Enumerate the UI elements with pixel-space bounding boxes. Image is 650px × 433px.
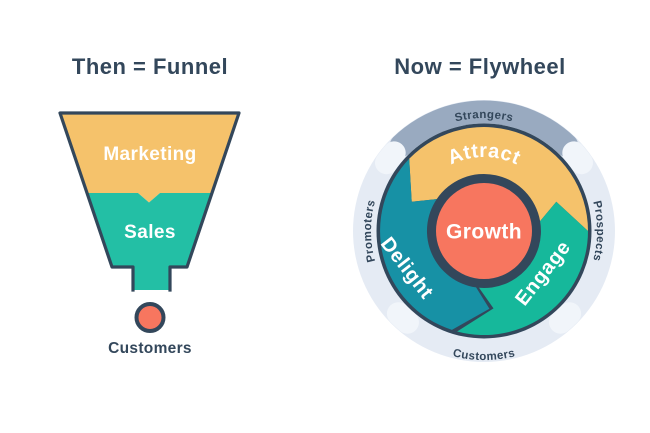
ring-label-customers-text: Customers: [452, 347, 516, 363]
flywheel-title: Now = Flywheel: [394, 54, 565, 79]
ring-label-promoters-text: Promoters: [362, 199, 378, 264]
funnel-diagram: Then = Funnel Marketing Sales Customers: [58, 54, 241, 357]
ring-label-strangers: Strangers: [454, 109, 515, 125]
blade-attract: [409, 127, 588, 231]
flywheel-ring-tabs: [375, 141, 593, 334]
funnel-title: Then = Funnel: [72, 54, 228, 79]
funnel-customers-label: Customers: [108, 340, 192, 357]
funnel-stage-sales-label: Sales: [124, 222, 176, 243]
customer-dot: [134, 302, 166, 333]
ring-tab-upper-left: [375, 141, 406, 175]
ring-label-prospects-text: Prospects: [590, 200, 605, 263]
ring-label-customers: Customers: [452, 347, 516, 363]
blade-delight: [380, 158, 490, 330]
ring-tab-lower-right: [549, 302, 582, 334]
ring-tab-lower-left: [386, 302, 419, 334]
ring-tab-upper-right: [562, 141, 593, 175]
ring-label-promoters: Promoters: [362, 199, 378, 264]
growth-hub-label: Growth: [446, 221, 522, 244]
funnel-stage-marketing-label: Marketing: [103, 144, 196, 165]
flywheel-diagram: Now = Flywheel Strangers: [353, 54, 615, 363]
ring-label-strangers-text: Strangers: [454, 109, 514, 125]
blade-engage: [457, 201, 588, 336]
flywheel-top-arc: [389, 100, 579, 157]
funnel-stage-marketing: [60, 113, 239, 203]
ring-label-prospects: Prospects: [590, 200, 606, 263]
growth-hub-circle: [436, 183, 532, 279]
funnel-outline: [58, 111, 241, 292]
